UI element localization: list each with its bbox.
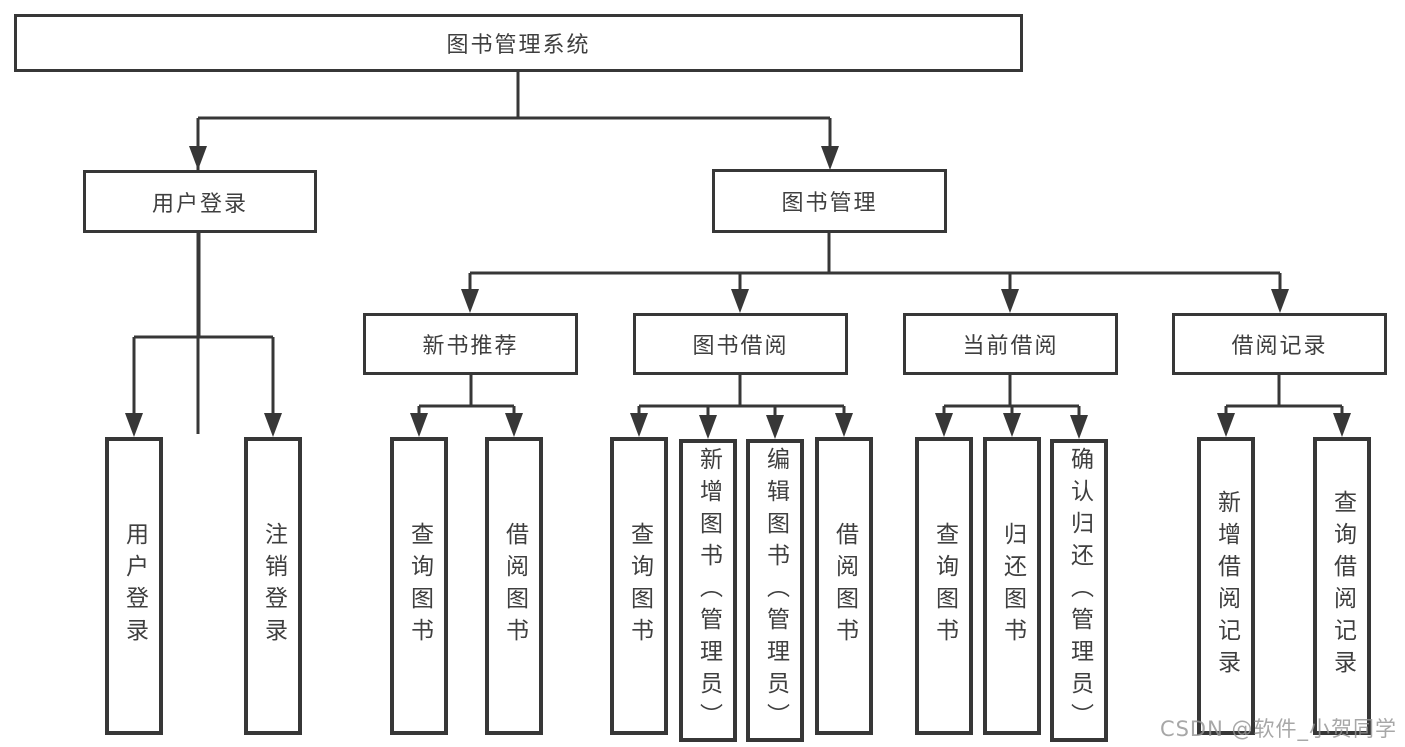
leaf-label: 查询图书 [626,522,653,650]
node-borrow-records: 借阅记录 [1172,313,1387,375]
node-book-borrow: 图书借阅 [633,313,848,375]
leaf-logout: 注销登录 [244,437,302,735]
leaf-query-books-3: 查询图书 [915,437,973,735]
node-root: 图书管理系统 [14,14,1023,72]
leaf-label: 归还图书 [999,522,1026,650]
leaf-borrow-books-1: 借阅图书 [485,437,543,735]
node-new-book-recommend: 新书推荐 [363,313,578,375]
leaf-add-borrow-record: 新增借阅记录 [1197,437,1255,735]
leaf-query-books-2: 查询图书 [610,437,668,735]
leaf-query-borrow-record: 查询借阅记录 [1313,437,1371,735]
leaf-label: 编辑图书（管理员） [762,446,789,735]
leaf-borrow-books-2: 借阅图书 [815,437,873,735]
leaf-label: 查询借阅记录 [1329,490,1356,682]
leaf-label: 新增图书（管理员） [695,446,722,735]
leaf-label: 查询图书 [931,522,958,650]
watermark: CSDN @软件_小贺同学 [1159,717,1397,741]
leaf-label: 用户登录 [121,522,148,650]
arrowhead-group [125,146,1351,439]
leaf-confirm-return-admin: 确认归还（管理员） [1050,439,1108,742]
leaf-label: 确认归还（管理员） [1066,446,1093,735]
node-user-login: 用户登录 [83,170,317,233]
leaf-add-books-admin: 新增图书（管理员） [679,439,737,742]
node-current-borrow: 当前借阅 [903,313,1118,375]
leaf-edit-books-admin: 编辑图书（管理员） [746,439,804,742]
leaf-user-login: 用户登录 [105,437,163,735]
node-book-management: 图书管理 [712,169,947,233]
leaf-label: 注销登录 [260,522,287,650]
leaf-label: 借阅图书 [831,522,858,650]
leaf-return-books: 归还图书 [983,437,1041,735]
leaf-label: 查询图书 [406,522,433,650]
leaf-label: 借阅图书 [501,522,528,650]
leaf-query-books-1: 查询图书 [390,437,448,735]
leaf-label: 新增借阅记录 [1213,490,1240,682]
